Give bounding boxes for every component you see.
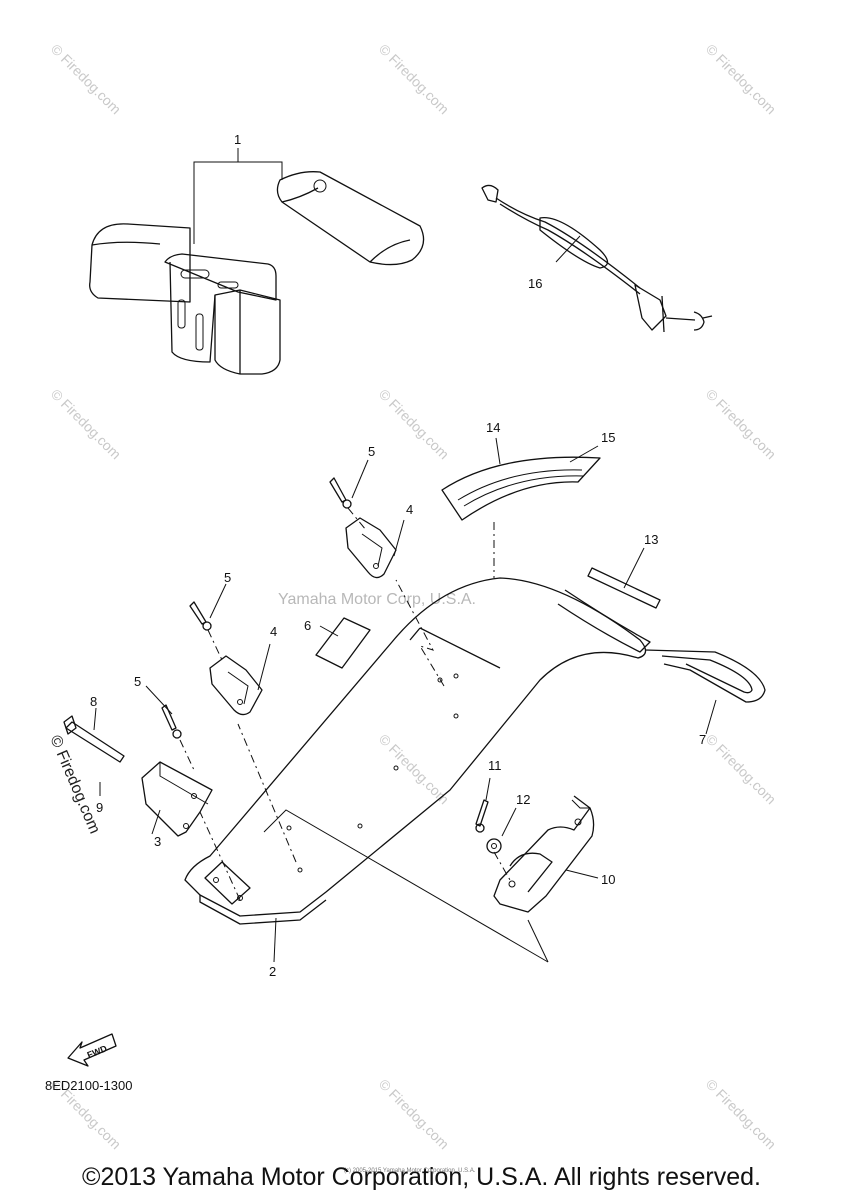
watermark-tile: © Firedog.com xyxy=(376,731,452,807)
callout-5: 5 xyxy=(224,570,231,585)
part-16-cable xyxy=(481,184,713,333)
callout-6: 6 xyxy=(304,618,311,633)
callout-8: 8 xyxy=(90,694,97,709)
fwd-arrow-icon: FWD xyxy=(67,1033,117,1067)
part-13-rod xyxy=(587,547,661,609)
side-watermark: © Firedog.com xyxy=(46,733,103,836)
part-5-bolt-upper xyxy=(329,459,369,531)
part-7-handle xyxy=(644,649,766,735)
part-6-label xyxy=(315,617,371,669)
callout-5: 5 xyxy=(134,674,141,689)
watermark-tile: © Firedog.com xyxy=(703,731,779,807)
watermark-tile: © Firedog.com xyxy=(703,41,779,117)
watermark-tile: © Firedog.com xyxy=(703,386,779,462)
callout-7: 7 xyxy=(699,732,706,747)
part-4-bracket-upper xyxy=(345,517,405,579)
footer-copyright: ©2013 Yamaha Motor Corporation, U.S.A. A… xyxy=(82,1163,761,1191)
callout-4: 4 xyxy=(406,502,413,517)
callout-11: 11 xyxy=(488,758,502,773)
callout-2: 2 xyxy=(269,964,276,979)
part-14-15-pad xyxy=(441,437,601,578)
watermark-tile: © Firedog.com xyxy=(48,386,124,462)
callout-3: 3 xyxy=(154,834,161,849)
callout-16: 16 xyxy=(528,276,542,291)
part-3-bracket xyxy=(141,761,213,837)
watermark-tile: © Firedog.com xyxy=(376,41,452,117)
part-2-carrier-frame xyxy=(184,577,651,963)
callout-4: 4 xyxy=(270,624,277,639)
part-11-screw xyxy=(475,777,491,833)
callout-13: 13 xyxy=(644,532,658,547)
watermark-tile: © Firedog.com xyxy=(48,41,124,117)
center-watermark: Yamaha Motor Corp, U.S.A. xyxy=(278,591,476,608)
fwd-label: FWD xyxy=(86,1043,109,1060)
callout-labels: 1 2 3 4 4 5 5 5 6 7 8 9 10 11 12 13 14 1… xyxy=(90,132,706,979)
watermark-tile: © Firedog.com xyxy=(376,1076,452,1152)
callout-12: 12 xyxy=(516,792,530,807)
watermark-tile: © Firedog.com xyxy=(703,1076,779,1152)
part-1-storage-bag xyxy=(89,148,425,375)
callout-14: 14 xyxy=(486,420,500,435)
part-8-bolt xyxy=(63,707,125,796)
callout-9: 9 xyxy=(96,800,103,815)
watermark-tile: © Firedog.com xyxy=(376,386,452,462)
callout-10: 10 xyxy=(601,872,615,887)
part-4-bracket-lower xyxy=(209,643,271,716)
callout-15: 15 xyxy=(601,430,615,445)
part-10-holder xyxy=(493,795,599,913)
tiny-copyright: (c) 2005-2015 Yamaha Motor Corporation, … xyxy=(344,1168,476,1174)
part-12-washer xyxy=(486,807,517,881)
callout-1: 1 xyxy=(234,132,241,147)
diagram-code: 8ED2100-1300 xyxy=(45,1078,132,1093)
callout-5: 5 xyxy=(368,444,375,459)
part-5-bolt-lower xyxy=(145,685,195,771)
part-5-bolt-middle xyxy=(189,583,227,661)
